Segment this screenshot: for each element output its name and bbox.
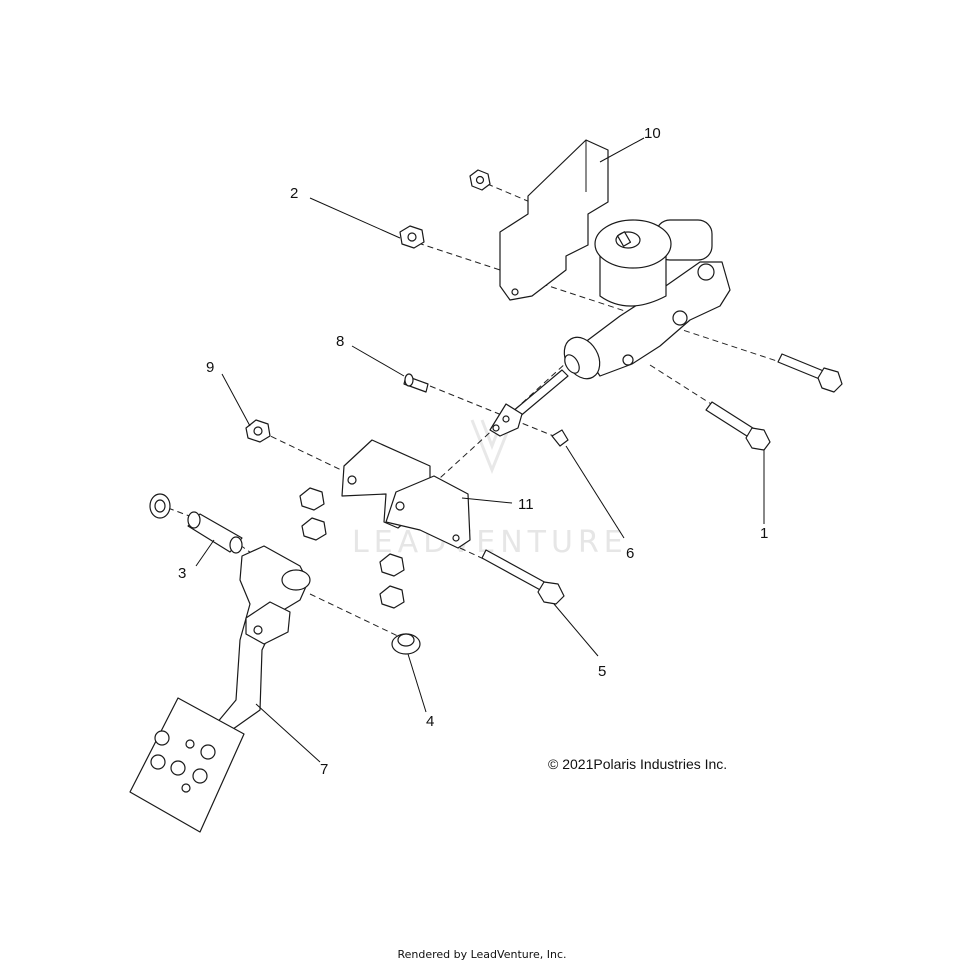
callout-7: 7 [320,761,328,778]
brake-pedal [129,545,311,833]
callout-10: 10 [644,125,661,142]
flange-nut [391,633,421,655]
nut-cluster [299,487,405,609]
heat-shield [499,139,609,301]
bolt-upper [777,353,843,393]
nut-9 [245,419,271,443]
leader-lines [195,137,765,763]
bushing-washer [149,493,171,519]
pedal-bracket [341,439,471,549]
nut-2 [399,225,425,249]
callout-6: 6 [626,545,634,562]
retaining-clip [551,429,569,447]
callout-3: 3 [178,565,186,582]
callout-11: 11 [518,496,534,513]
master-cylinder [563,219,731,380]
callout-1: 1 [760,525,768,542]
copyright-text: © 2021Polaris Industries Inc. [548,756,728,772]
pivot-bolt [481,549,565,605]
bolt-lower [705,401,771,451]
footer-text: Rendered by LeadVenture, Inc. [397,948,567,961]
callout-9: 9 [206,359,214,376]
clevis-pin [403,373,429,393]
callout-5: 5 [598,663,606,680]
callout-labels: 1 2 3 4 5 6 7 8 9 10 11 [178,125,768,778]
push-rod [489,369,569,437]
callout-8: 8 [336,333,344,350]
shield-nut [469,169,491,191]
callout-4: 4 [426,713,434,730]
callout-2: 2 [290,185,298,202]
pivot-bushing [187,511,243,554]
